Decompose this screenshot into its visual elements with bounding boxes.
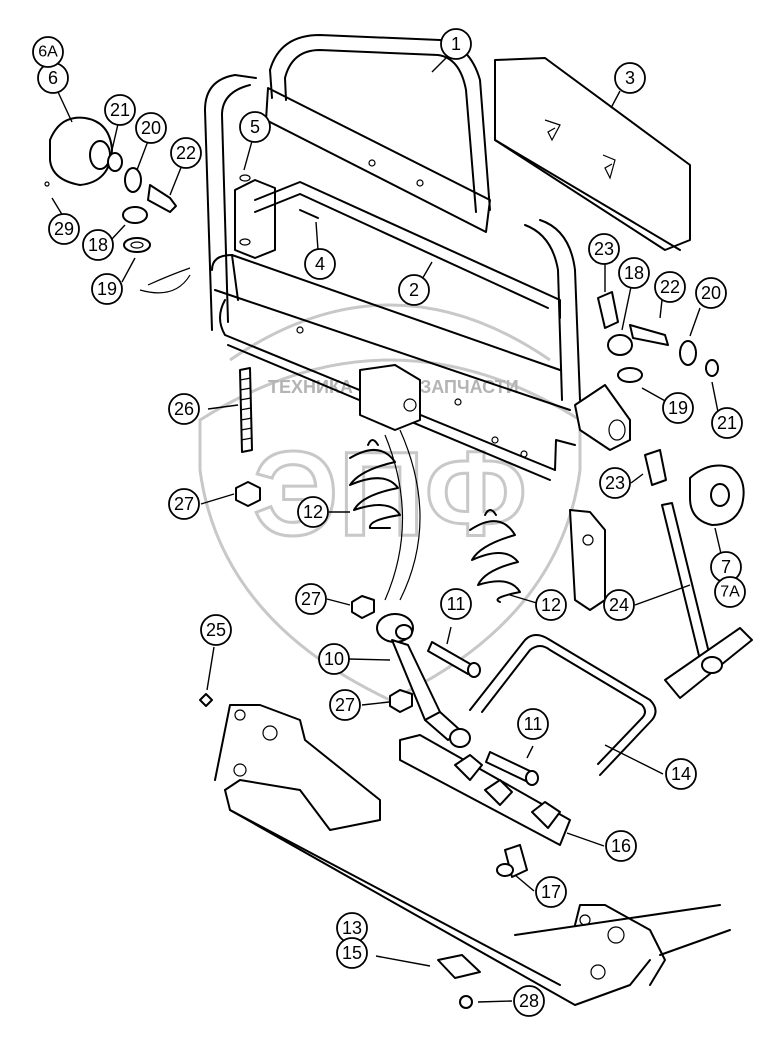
callout-17-label: 17 bbox=[541, 882, 561, 902]
callout-6a: 6A bbox=[32, 36, 64, 68]
callout-13-label: 13 bbox=[342, 918, 362, 938]
callout-16: 16 bbox=[605, 830, 637, 862]
callout-24: 24 bbox=[603, 589, 635, 621]
callout-7-label: 7 bbox=[721, 557, 731, 577]
callout-5-label: 5 bbox=[250, 117, 260, 137]
callout-23-lower-label: 23 bbox=[605, 473, 625, 493]
callout-10: 10 bbox=[318, 643, 350, 675]
callout-19-left: 19 bbox=[91, 273, 123, 305]
callout-6-label: 6 bbox=[48, 68, 58, 88]
u-bolt-part-14 bbox=[469, 634, 657, 776]
callout-18-left: 18 bbox=[82, 229, 114, 261]
callout-23-upper-label: 23 bbox=[594, 239, 614, 259]
callout-19-right-label: 19 bbox=[668, 398, 688, 418]
callout-11-upper-label: 11 bbox=[447, 594, 466, 614]
callout-28: 28 bbox=[513, 985, 545, 1017]
callout-1: 1 bbox=[440, 28, 472, 60]
callout-23-lower: 23 bbox=[599, 467, 631, 499]
callout-15: 15 bbox=[336, 937, 368, 969]
callout-4-label: 4 bbox=[315, 254, 325, 274]
callout-15-label: 15 bbox=[342, 943, 362, 963]
bracket-part-16 bbox=[399, 734, 571, 878]
callout-3-label: 3 bbox=[625, 68, 635, 88]
callout-7a-label: 7A bbox=[720, 584, 740, 601]
callout-17: 17 bbox=[535, 876, 567, 908]
callout-20-right-label: 20 bbox=[701, 283, 721, 303]
base-frame-part-13 bbox=[199, 693, 731, 1009]
seat-frame-part-1 bbox=[204, 34, 631, 611]
callout-4: 4 bbox=[304, 248, 336, 280]
left-knob-assembly bbox=[44, 116, 191, 294]
callout-20-left: 20 bbox=[135, 112, 167, 144]
callout-19-right: 19 bbox=[662, 392, 694, 424]
callout-14-label: 14 bbox=[671, 764, 691, 784]
callout-11-lower: 11 bbox=[517, 708, 549, 740]
callout-2-label: 2 bbox=[409, 280, 419, 300]
callout-27-lower: 27 bbox=[329, 689, 361, 721]
callout-1-label: 1 bbox=[451, 34, 461, 54]
callout-20-left-label: 20 bbox=[141, 118, 161, 138]
callout-25: 25 bbox=[200, 614, 232, 646]
callout-11-lower-label: 11 bbox=[524, 714, 543, 734]
callout-6a-label: 6A bbox=[38, 44, 58, 61]
callout-12-left-label: 12 bbox=[303, 502, 323, 522]
callout-27-left-label: 27 bbox=[174, 494, 194, 514]
callout-28-label: 28 bbox=[519, 991, 539, 1011]
backrest-panel-part-3 bbox=[494, 57, 691, 251]
callout-14: 14 bbox=[665, 758, 697, 790]
callout-3: 3 bbox=[614, 62, 646, 94]
rod-and-nuts bbox=[235, 367, 413, 713]
callout-22-right: 22 bbox=[654, 271, 686, 303]
callout-25-label: 25 bbox=[206, 620, 226, 640]
callout-2: 2 bbox=[398, 274, 430, 306]
callout-12-left: 12 bbox=[297, 496, 329, 528]
shock-absorber-part-10 bbox=[376, 429, 471, 748]
callout-29: 29 bbox=[48, 213, 80, 245]
callout-21-right-label: 21 bbox=[717, 413, 737, 433]
callout-21-left-label: 21 bbox=[110, 100, 130, 120]
callout-21-right: 21 bbox=[711, 407, 743, 439]
callout-18-left-label: 18 bbox=[88, 235, 108, 255]
callout-23-upper: 23 bbox=[588, 233, 620, 265]
callout-27-middle-label: 27 bbox=[301, 589, 321, 609]
callout-27-left: 27 bbox=[168, 488, 200, 520]
callout-22-left-label: 22 bbox=[176, 143, 196, 163]
callout-10-label: 10 bbox=[324, 649, 344, 669]
callout-29-label: 29 bbox=[54, 219, 74, 239]
bolts-part-11 bbox=[427, 641, 539, 786]
callout-21-left: 21 bbox=[104, 94, 136, 126]
callout-22-left: 22 bbox=[170, 137, 202, 169]
callout-12-right: 12 bbox=[535, 589, 567, 621]
callout-7a: 7A bbox=[714, 576, 746, 608]
callout-24-label: 24 bbox=[609, 595, 629, 615]
callout-26-label: 26 bbox=[174, 399, 194, 419]
callout-22-right-label: 22 bbox=[660, 277, 680, 297]
callout-19-left-label: 19 bbox=[97, 279, 117, 299]
callout-18-right: 18 bbox=[618, 257, 650, 289]
callout-16-label: 16 bbox=[611, 836, 631, 856]
leader-lines bbox=[51, 55, 723, 1003]
callout-18-right-label: 18 bbox=[624, 263, 644, 283]
callout-27-middle: 27 bbox=[295, 583, 327, 615]
callout-12-right-label: 12 bbox=[541, 595, 561, 615]
callout-27-lower-label: 27 bbox=[335, 695, 355, 715]
right-knob-assembly bbox=[597, 291, 745, 526]
callout-20-right: 20 bbox=[695, 277, 727, 309]
callout-5: 5 bbox=[239, 111, 271, 143]
watermark-right-text: ЗАПЧАСТИ bbox=[420, 377, 519, 397]
callout-11-upper: 11 bbox=[440, 588, 472, 620]
callout-6: 6 bbox=[37, 62, 69, 94]
watermark-left-text: ТЕХНИКА bbox=[268, 377, 353, 397]
callout-26: 26 bbox=[168, 393, 200, 425]
callout-13: 13 bbox=[336, 912, 368, 944]
